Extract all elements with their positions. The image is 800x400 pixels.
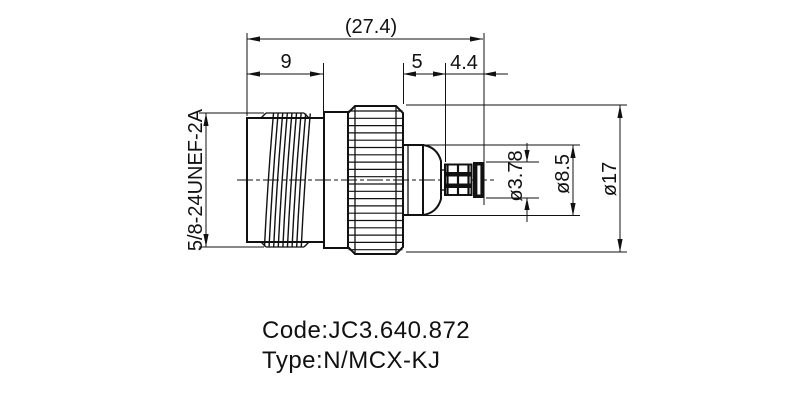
dim-tip-diameter: ø3.78 (486, 143, 539, 222)
type-label: Type:N/MCX-KJ (262, 347, 441, 374)
mcx-tip (444, 162, 485, 198)
dim-tip-length: 4.4 (450, 52, 496, 77)
dim-total-length-value: (27.4) (345, 16, 397, 38)
knurl-nut (347, 105, 404, 255)
thread-spec-label: 5/8-24UNEF-2A (185, 108, 207, 251)
dim-outer-diameter: ø17 (406, 104, 627, 253)
code-label: Code:JC3.640.872 (262, 317, 470, 344)
dim-tip-length-value: 4.4 (450, 52, 478, 74)
dim-mid-diameter: ø8.5 (424, 144, 580, 216)
title-block: Code:JC3.640.872 Type:N/MCX-KJ (262, 317, 470, 374)
dim-mid-length-value: 5 (411, 51, 422, 73)
mid-diameter-label: ø8.5 (552, 154, 574, 194)
mcx-barrel (402, 144, 446, 216)
knurl-ridges (348, 110, 403, 251)
dim-total-length: (27.4) (246, 16, 485, 205)
dim-thread-spec: 5/8-24UNEF-2A (185, 108, 264, 251)
dim-body-length: 9 (247, 51, 324, 116)
thread-helix (263, 113, 311, 247)
outer-diameter-label: ø17 (599, 162, 621, 196)
dim-body-length-value: 9 (280, 51, 291, 73)
tip-diameter-label: ø3.78 (505, 150, 527, 201)
